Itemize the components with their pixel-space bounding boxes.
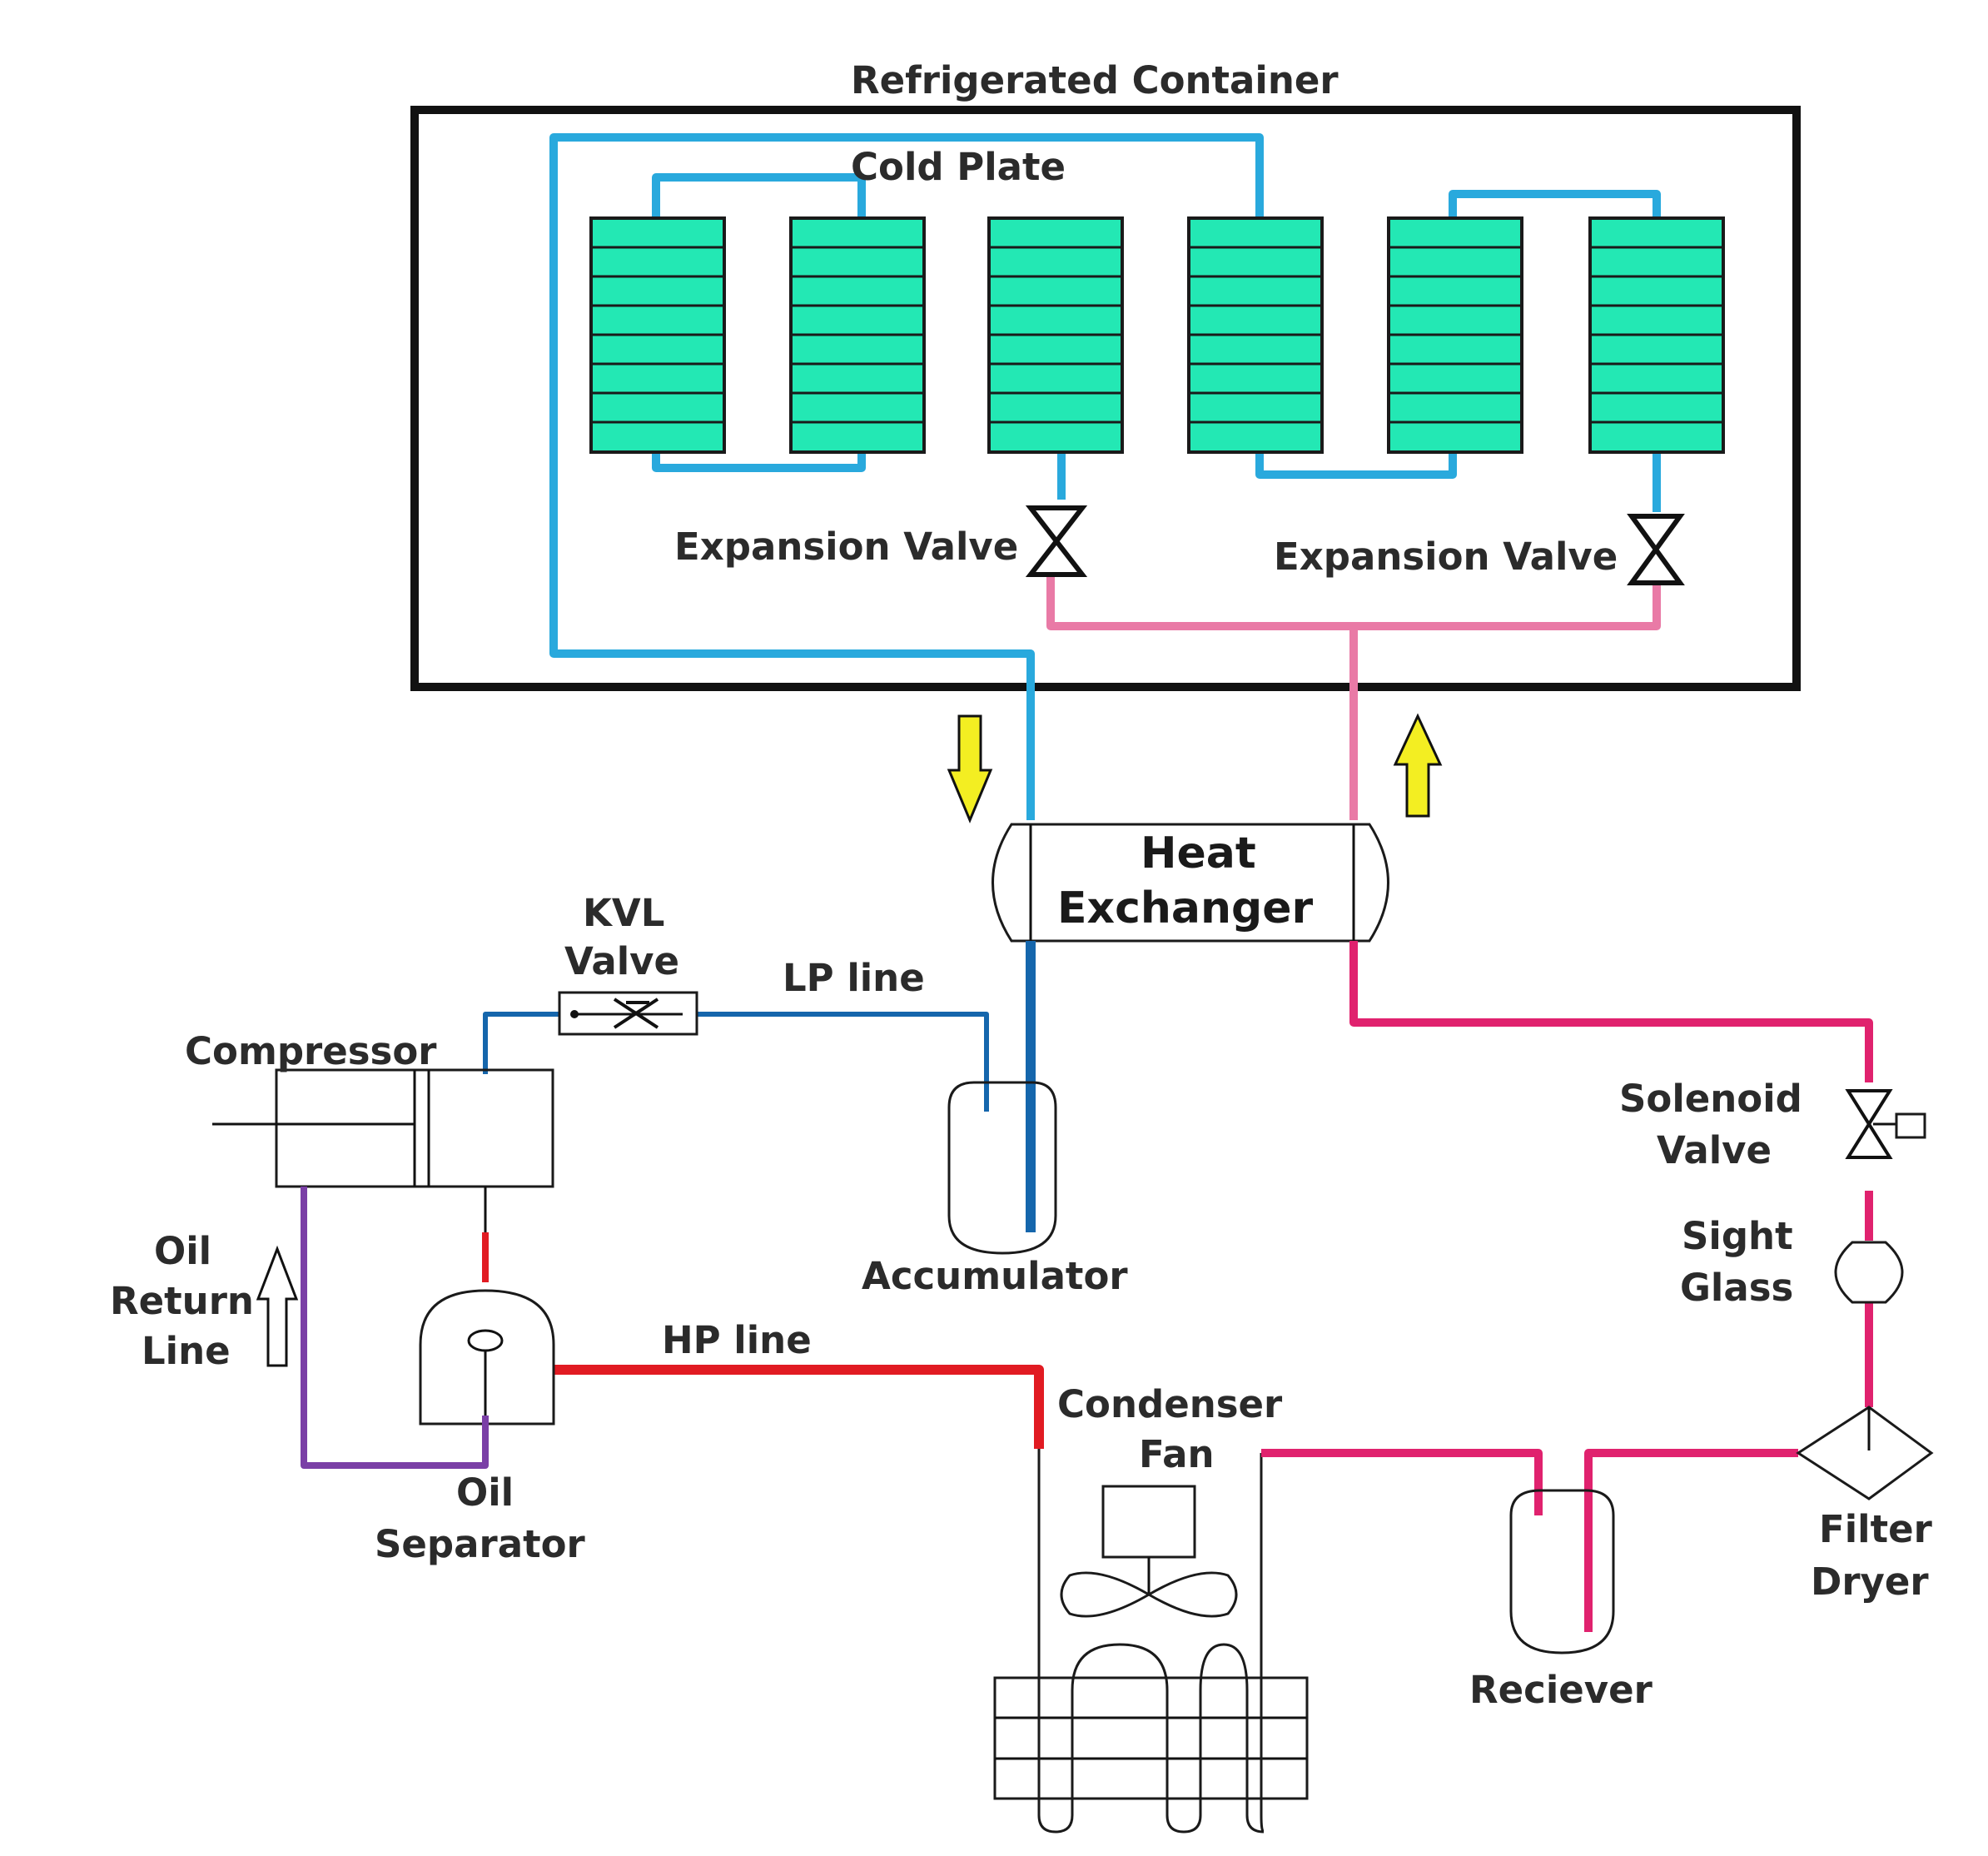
solenoid-valve [1845,1089,1926,1159]
lp-line-label: LP line [783,956,925,1000]
accumulator-label: Accumulator [862,1254,1128,1298]
receiver-label: Reciever [1469,1668,1653,1712]
heat-exchanger-label-1: Heat [1141,828,1256,878]
kvl-valve-label-1: KVL [583,891,664,935]
cold-plate-5 [1387,216,1523,454]
oil-return-arrow [256,1245,299,1367]
up-flow-arrow [1393,713,1443,818]
condenser-label-1: Condenser [1057,1382,1283,1426]
oil-return-piping [301,1187,489,1469]
solenoid-valve-label-2: Valve [1657,1128,1772,1172]
cold-plate-4 [1187,216,1324,454]
cold-plate-3 [987,216,1124,454]
kvl-valve [558,991,698,1036]
liquid-line-piping [1261,941,1873,1632]
suction-piping [549,133,1661,820]
container-box [410,106,1801,691]
condenser-label-2: Fan [1139,1432,1215,1476]
filter-dryer [1796,1406,1934,1500]
sight-glass-label-2: Glass [1680,1266,1793,1310]
kvl-valve-label-2: Valve [564,939,679,983]
expansion-valve-left [1025,505,1088,577]
condenser-fan [1060,1485,1238,1618]
cold-plates [589,216,1725,454]
expansion-valve-left-label: Expansion Valve [674,525,1018,569]
filter-dryer-label-2: Dryer [1811,1560,1929,1604]
oil-return-label-3: Line [142,1329,231,1373]
oil-separator [419,1289,555,1426]
condenser-coil [993,1449,1309,1834]
receiver [1509,1489,1615,1654]
cold-plate-2 [789,216,926,454]
down-flow-arrow [947,714,993,824]
hp-line-piping [549,1365,1044,1449]
sight-glass-label-1: Sight [1682,1214,1793,1258]
expansion-valve-right-label: Expansion Valve [1274,535,1618,579]
oil-separator-label-1: Oil [456,1470,514,1515]
expansion-valve-right [1627,514,1685,585]
cold-plate-6 [1588,216,1725,454]
accumulator [947,1081,1057,1255]
sight-glass [1834,1241,1904,1304]
cold-plate-1 [589,216,726,454]
cold-plate-label: Cold Plate [851,145,1066,189]
filter-dryer-label-1: Filter [1819,1507,1933,1551]
heat-exchanger [992,823,1389,943]
compressor-label: Compressor [185,1029,437,1073]
lp-line-to-compressor [483,1012,989,1112]
container-title: Refrigerated Container [851,58,1339,102]
liquid-feed-piping [1046,575,1661,820]
solenoid-valve-label-1: Solenoid [1619,1077,1802,1121]
hp-line-label: HP line [662,1318,812,1362]
oil-separator-label-2: Separator [375,1522,585,1566]
compressor [212,1068,554,1232]
oil-return-label-1: Oil [154,1229,211,1273]
oil-return-label-2: Return [110,1279,254,1323]
heat-exchanger-label-2: Exchanger [1057,883,1314,933]
